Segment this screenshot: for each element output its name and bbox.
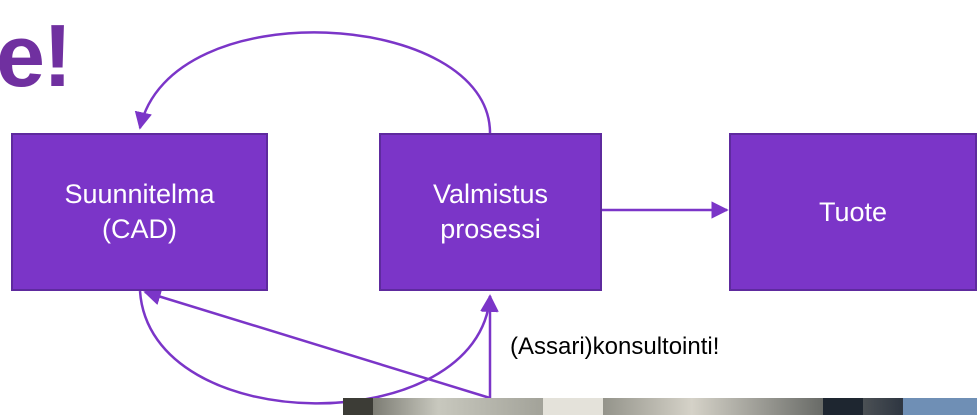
box-suunnitelma: Suunnitelma (CAD) bbox=[11, 133, 268, 291]
box-label-tuote: Tuote bbox=[818, 196, 888, 227]
workshop-photo bbox=[343, 398, 977, 415]
feedback-arrow-top bbox=[134, 31, 492, 134]
box-label-valmistus: Valmistus prosessi bbox=[432, 179, 549, 244]
consult-line-diagonal bbox=[143, 288, 491, 400]
box-tuote: Tuote bbox=[729, 133, 977, 291]
consulting-caption: (Assari)konsultointi! bbox=[510, 333, 720, 360]
slide-title-fragment: e! bbox=[0, 6, 72, 105]
box-label-suunnitelma: Suunnitelma (CAD) bbox=[64, 179, 215, 244]
loop-arrow-bottom bbox=[138, 290, 498, 405]
box-valmistus: Valmistus prosessi bbox=[379, 133, 602, 291]
